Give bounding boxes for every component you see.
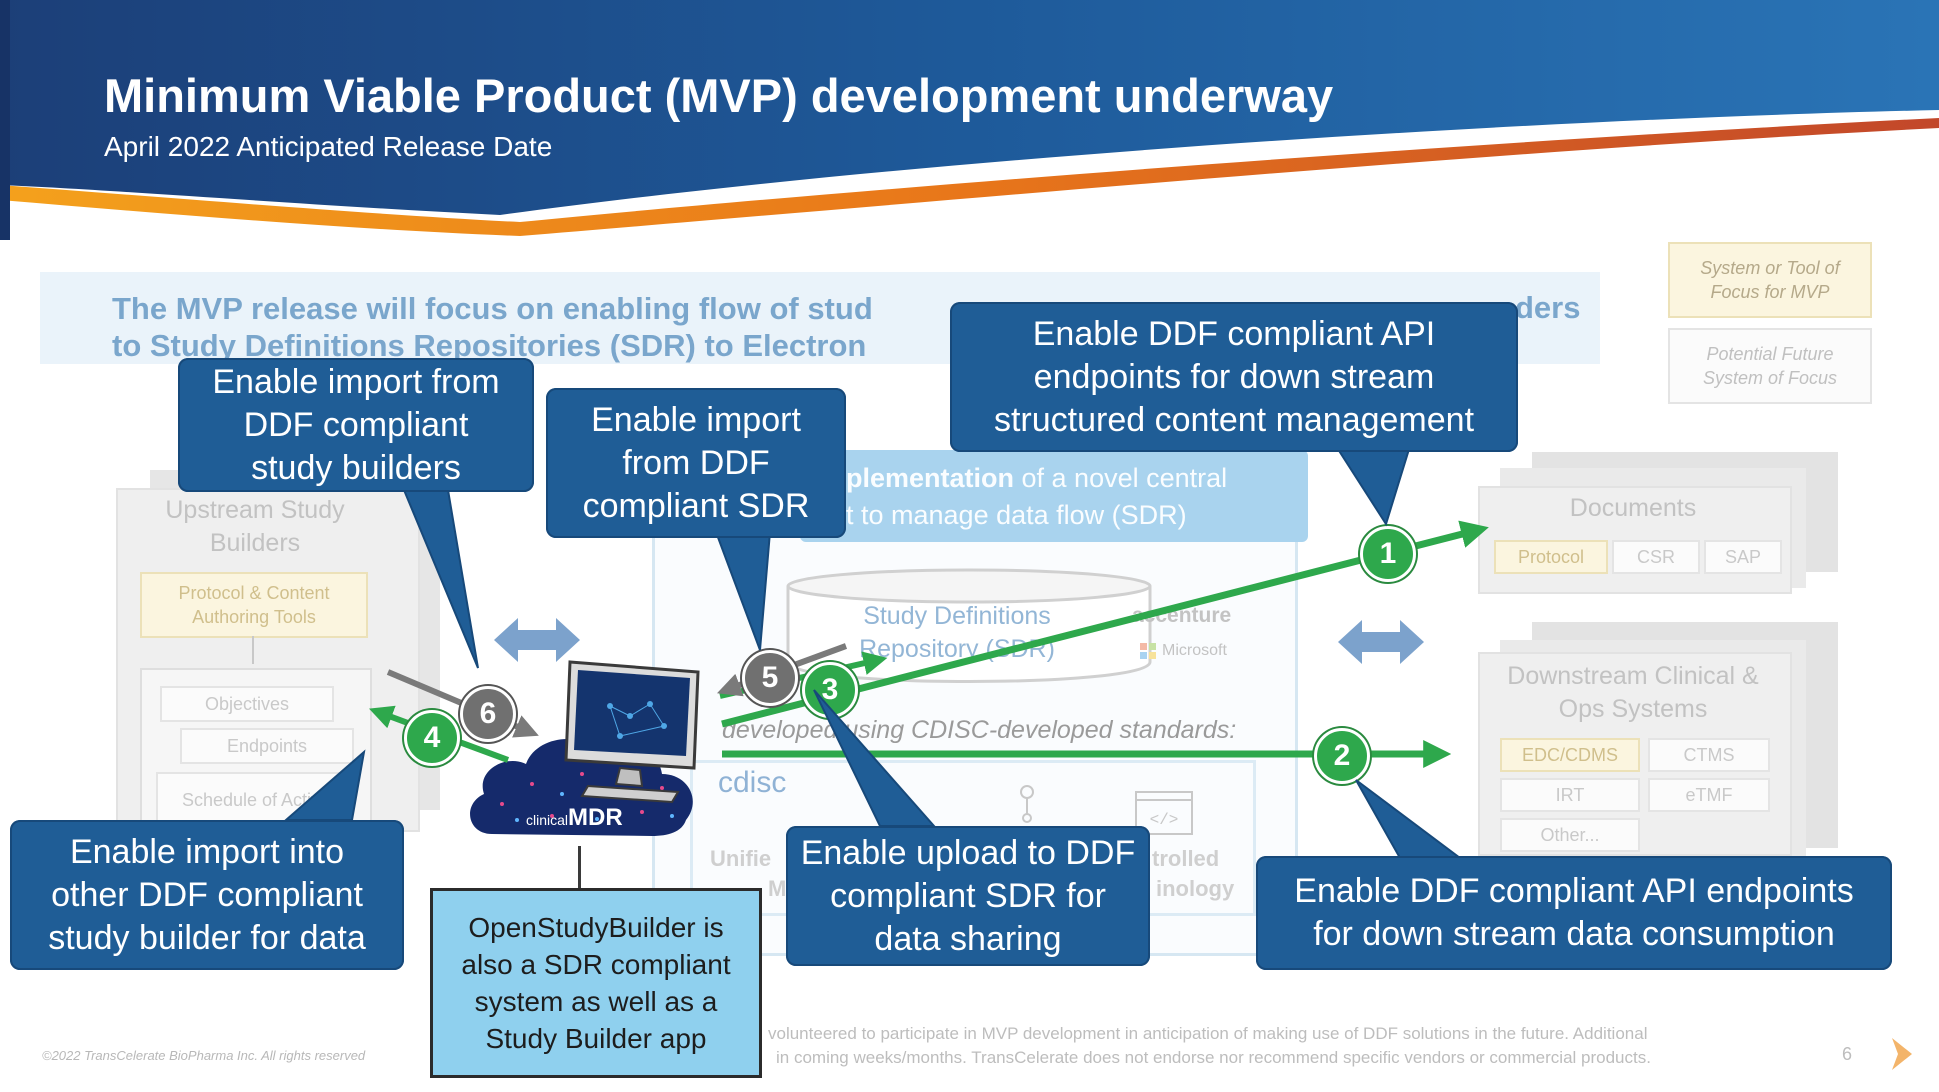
callout-import-other: Enable import into other DDF compliant s… [10,820,404,970]
monitor-icon [564,660,700,804]
upstream-tools-label: Protocol & Content Authoring Tools [178,583,330,627]
callout-api-data-text: Enable DDF compliant API endpoints for d… [1294,872,1854,953]
right-double-arrow [1338,620,1424,664]
ds-edc: EDC/CDMS [1500,738,1640,772]
legend-mvp: System or Tool of Focus for MVP [1668,242,1872,318]
left-double-arrow [494,618,580,662]
headline-line-1: The MVP release will focus on enabling f… [112,291,873,326]
code-window-icon: </> [1135,791,1193,835]
legend-future-label: Potential Future System of Focus [1702,344,1838,388]
sdr-standards: developed using CDISC-developed standard… [722,716,1237,744]
badge-1: 1 [1360,526,1416,582]
footer-note-2: in coming weeks/months. TransCelerate do… [776,1048,1651,1067]
header-banner [0,0,1939,240]
badge-5: 5 [742,650,798,706]
doc-sap: SAP [1704,540,1782,574]
clinicalmdr-logo-bold: MDR [568,804,623,831]
sdr-banner [800,450,1308,542]
downstream-title: Downstream Clinical & Ops Systems [1507,662,1759,723]
badge-2: 2 [1314,728,1370,784]
documents-title: Documents [1569,494,1697,522]
clinicalmdr-logo: clinicalMDR [526,804,623,832]
callout-api-data: Enable DDF compliant API endpoints for d… [1256,856,1892,970]
headline-line-1-end: ders [1515,290,1581,325]
upstream-tools: Protocol & Content Authoring Tools [140,572,368,638]
callout-api-content: Enable DDF compliant API endpoints for d… [950,302,1518,452]
openstudy-note: OpenStudyBuilder is also a SDR compliant… [430,888,762,1078]
sdr-banner-line1: of a novel central [1014,463,1228,493]
ds-irt: IRT [1500,778,1640,812]
sdr-banner-text: plementation of a novel central t to man… [846,460,1227,534]
page-number: 6 [1842,1044,1853,1064]
page-title: Minimum Viable Product (MVP) development… [104,69,1334,122]
callout-api-content-text: Enable DDF compliant API endpoints for d… [993,314,1475,439]
badge-4: 4 [404,710,460,766]
connector-icon [1020,785,1034,823]
legend-future: Potential Future System of Focus [1668,328,1872,404]
doc-csr: CSR [1612,540,1700,574]
next-chevron-icon[interactable] [1888,1034,1918,1074]
badge-6: 6 [460,686,516,742]
controlled-label: trolled [1152,846,1220,871]
ds-other: Other... [1500,818,1640,852]
sdr-banner-bold: plementation [846,463,1015,493]
vendor-microsoft: Microsoft [1162,642,1227,659]
upstream-title: Upstream Study Builders [165,496,345,557]
callout-import-sdr: Enable import from DDF compliant SDR [546,388,846,538]
sdr-banner-line2: t to manage data flow (SDR) [846,500,1187,530]
terminology-label: inology [1156,876,1235,901]
doc-protocol: Protocol [1494,540,1608,574]
upstream-connector [252,636,254,664]
callout-upload-sdr-text: Enable upload to DDF compliant SDR for d… [800,833,1136,958]
cdisc-logo: cdisc [718,766,787,799]
callout-upload-sdr: Enable upload to DDF compliant SDR for d… [786,826,1150,966]
headline-line-2: to Study Definitions Repositories (SDR) … [112,328,867,363]
footer-note-1: volunteered to participate in MVP develo… [768,1024,1648,1043]
ds-ctms: CTMS [1648,738,1770,772]
legend-mvp-label: System or Tool of Focus for MVP [1700,258,1840,302]
unified-label: Unifie [710,846,772,871]
openstudy-connector [578,846,581,918]
svg-text:</>: </> [1150,811,1179,829]
upstream-item-endpoints: Endpoints [180,728,354,764]
callout-import-other-text: Enable import into other DDF compliant s… [48,832,366,957]
clinicalmdr-logo-light: clinical [526,812,569,828]
page-subtitle: April 2022 Anticipated Release Date [104,131,553,162]
footer-copyright: ©2022 TransCelerate BioPharma Inc. All r… [42,1048,366,1063]
microsoft-logo-icon [1140,643,1156,659]
callout-import-sdr-text: Enable import from DDF compliant SDR [582,400,810,525]
ds-etmf: eTMF [1648,778,1770,812]
upstream-item-objectives: Objectives [160,686,334,722]
openstudy-note-text: OpenStudyBuilder is also a SDR compliant… [461,912,731,1054]
callout-import-builders-text: Enable import from DDF compliant study b… [212,362,500,487]
unified-label-2: M [768,876,787,901]
callout-import-builders: Enable import from DDF compliant study b… [178,358,534,492]
headline-text: The MVP release will focus on enabling f… [112,290,873,364]
